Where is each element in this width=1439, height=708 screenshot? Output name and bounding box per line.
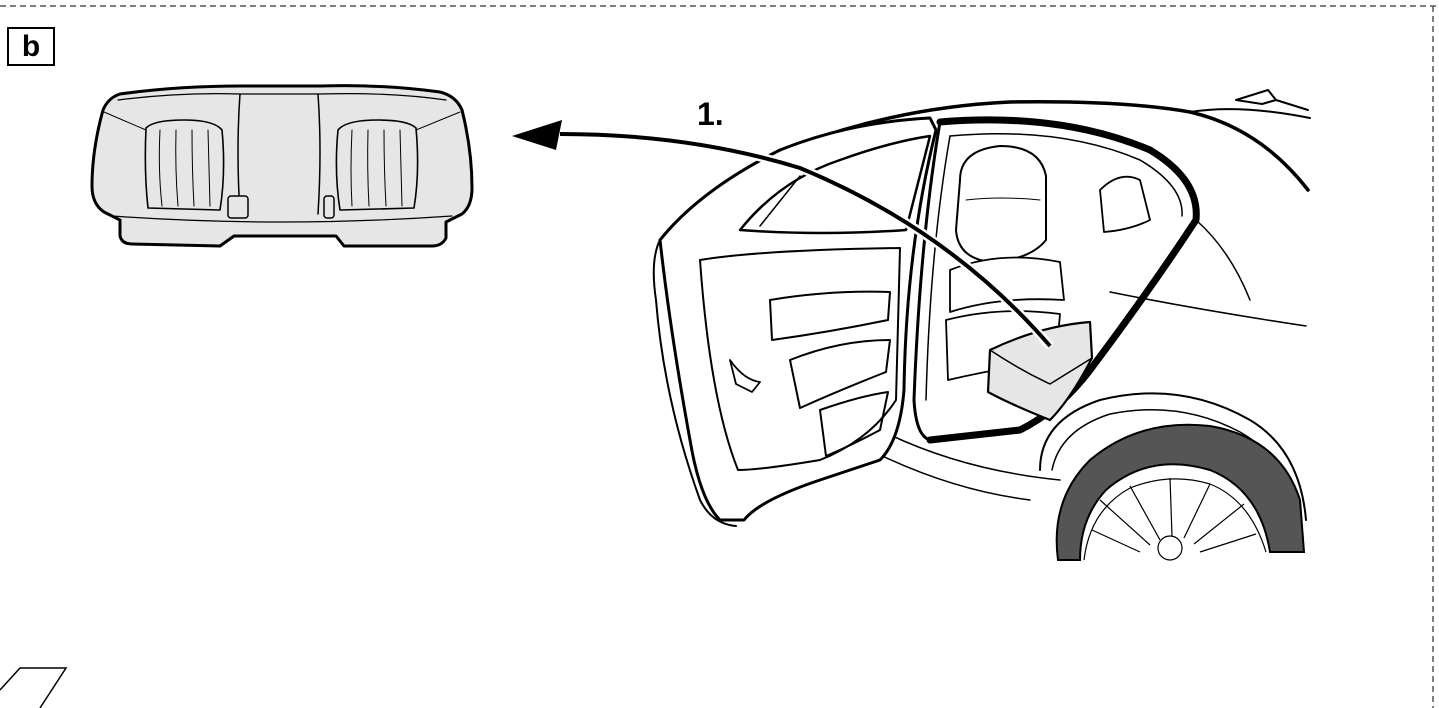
rear-wheel	[1055, 423, 1306, 561]
removal-arrow-icon	[512, 120, 1054, 349]
corner-mark	[0, 667, 68, 708]
dashed-frame	[0, 5, 1439, 708]
car-open-rear-door-illustration	[652, 89, 1311, 527]
rear-seat-cushion-illustration	[90, 84, 474, 248]
panel-label: b	[7, 27, 55, 66]
step-number-label: 1.	[697, 96, 724, 132]
